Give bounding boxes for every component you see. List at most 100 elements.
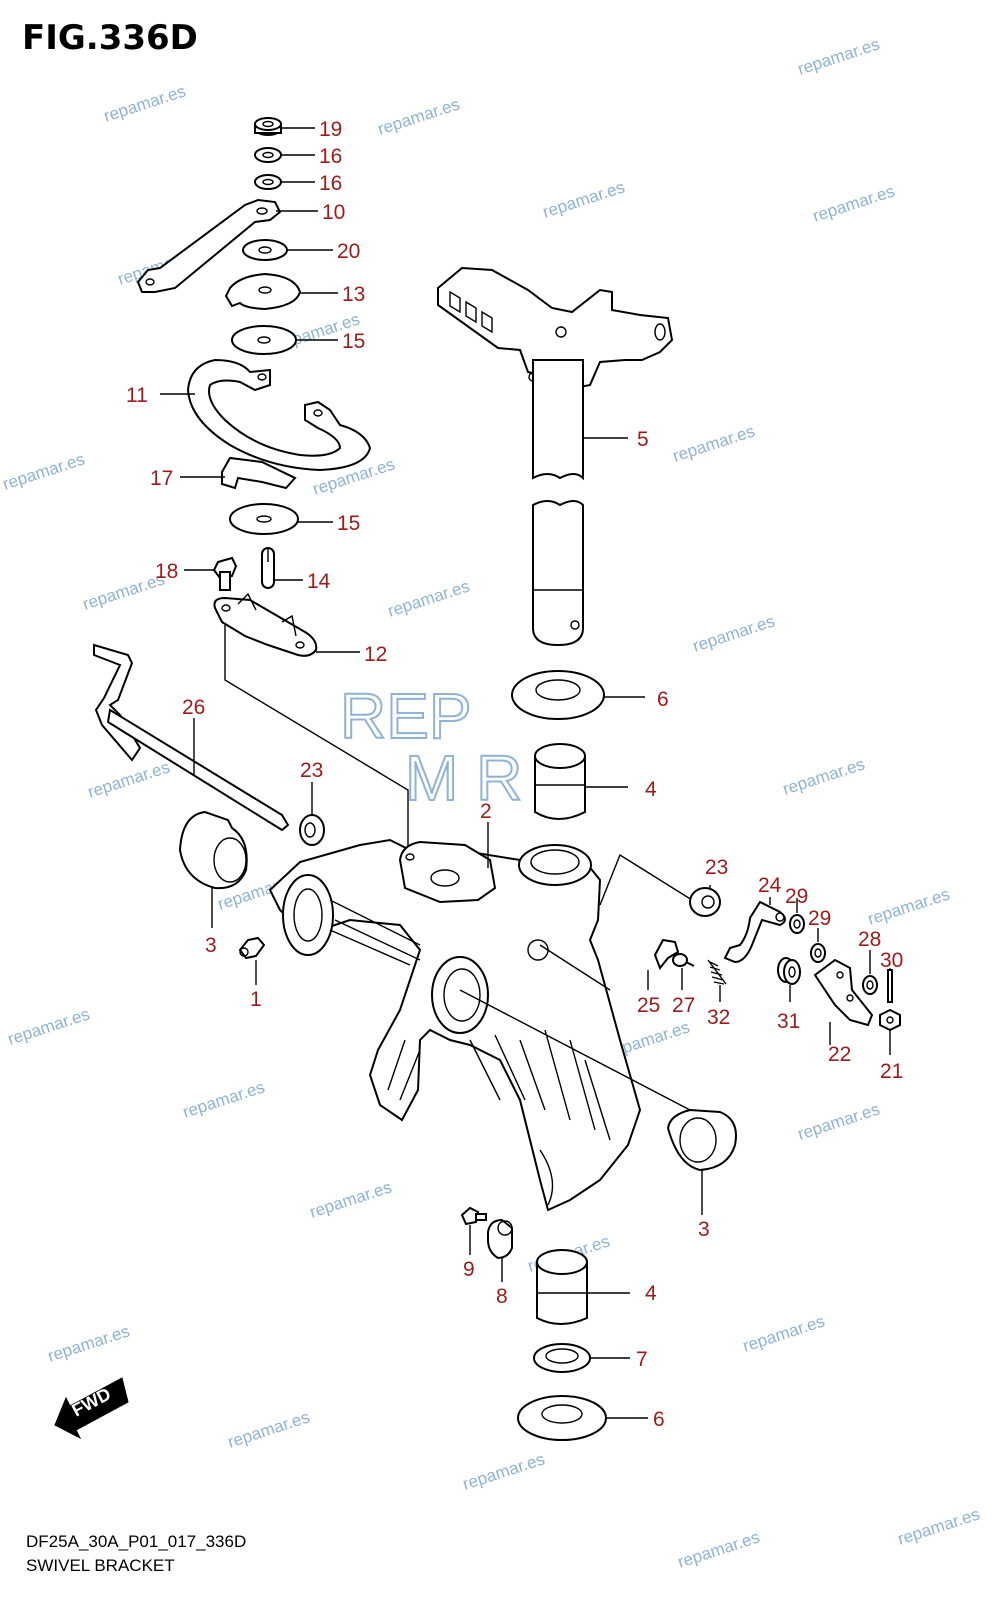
callout-5: 5 <box>637 428 649 451</box>
assembly-line <box>599 853 701 906</box>
callout-32: 32 <box>707 1006 730 1029</box>
callout-26: 26 <box>182 696 205 719</box>
part-21-nut <box>879 1008 901 1032</box>
watermark: repamar.es <box>540 177 627 221</box>
leader-lines <box>160 127 891 1419</box>
upper-parts <box>136 117 409 855</box>
part-7-washer <box>533 1343 591 1373</box>
callout-18: 18 <box>155 560 178 583</box>
part-4-bushing <box>534 743 586 820</box>
part-2-swivel-bracket <box>268 838 691 1212</box>
part-20-washer <box>242 239 288 261</box>
part-12-plate <box>213 592 318 657</box>
callout-21: 21 <box>880 1060 903 1083</box>
callout-10: 10 <box>322 201 345 224</box>
part-29-washer <box>810 943 826 963</box>
watermark: repamar.es <box>460 1449 547 1493</box>
callout-3: 3 <box>698 1218 710 1241</box>
part-23-bushing <box>299 814 325 846</box>
part-11-tiller-handle <box>186 358 372 472</box>
callout-7: 7 <box>636 1348 648 1371</box>
part-9-bolt <box>460 1206 487 1226</box>
part-24-hook <box>723 900 786 964</box>
part-27-screw <box>672 953 695 967</box>
callout-6: 6 <box>653 1408 665 1431</box>
part-10-lever <box>136 198 282 293</box>
callout-22: 22 <box>828 1043 851 1066</box>
watermark: repamar.es <box>675 1527 762 1571</box>
part-6-washer <box>511 670 605 720</box>
callout-20: 20 <box>337 240 360 263</box>
callout-15: 15 <box>342 330 365 353</box>
part-17-plate <box>221 456 297 490</box>
part-32-spring <box>707 959 727 985</box>
watermark: repamar.es <box>85 757 172 801</box>
callout-29: 29 <box>808 907 831 930</box>
watermark: repamar.es <box>5 1004 92 1048</box>
watermark: repamar.es <box>895 1504 982 1548</box>
watermark: repamar.es <box>780 754 867 798</box>
callout-8: 8 <box>496 1285 508 1308</box>
watermark: repamar.es <box>865 884 952 928</box>
part-23-bushing <box>689 887 721 917</box>
part-4-bushing <box>536 1249 588 1325</box>
watermark: repamar.es <box>385 576 472 620</box>
watermark-logo-bottom: M R <box>405 742 522 814</box>
callout-30: 30 <box>880 949 903 972</box>
watermark: repamar.es <box>740 1311 827 1355</box>
callout-19: 19 <box>319 118 342 141</box>
watermark: repamar.es <box>101 81 188 125</box>
part-8-stopper <box>487 1218 513 1260</box>
callout-23: 23 <box>300 759 323 782</box>
callout-15: 15 <box>337 512 360 535</box>
callout-27: 27 <box>672 994 695 1017</box>
callout-29: 29 <box>785 885 808 908</box>
callout-24: 24 <box>758 874 782 897</box>
part-16-washer <box>254 174 282 190</box>
callout-31: 31 <box>777 1010 800 1033</box>
watermark: repamar.es <box>307 1177 394 1221</box>
callout-4: 4 <box>645 778 657 801</box>
callout-13: 13 <box>342 283 365 306</box>
watermark: repamar.es <box>670 421 757 465</box>
part-5-steering-bracket <box>437 266 674 647</box>
part-25-clip <box>653 938 680 970</box>
part-14-pin <box>261 547 275 589</box>
figure-title: FIG.336D <box>22 18 198 58</box>
callout-11: 11 <box>126 384 148 407</box>
callout-4: 4 <box>645 1282 657 1305</box>
callout-16: 16 <box>319 145 342 168</box>
callout-14: 14 <box>307 570 331 593</box>
watermark: repamar.es <box>180 1077 267 1121</box>
watermark: repamar.es <box>690 611 777 655</box>
callout-17: 17 <box>150 467 173 490</box>
callout-3: 3 <box>205 934 217 957</box>
part-16-washer <box>254 147 282 163</box>
part-15-washer <box>231 325 297 355</box>
callout-1: 1 <box>250 988 262 1011</box>
callout-2: 2 <box>480 800 492 823</box>
part-18-bolt <box>212 556 238 591</box>
watermark: repamar.es <box>0 449 87 493</box>
part-6-washer <box>517 1395 607 1441</box>
part-30-pin <box>887 969 893 1003</box>
part-15-washer <box>229 503 299 535</box>
part-3-bushing <box>666 1108 737 1172</box>
part-29-washer <box>789 914 805 934</box>
watermark: repamar.es <box>795 34 882 78</box>
fwd-arrow-icon: FWD <box>54 1377 129 1440</box>
figure-code: DF25A_30A_P01_017_336D <box>26 1532 247 1551</box>
part-31-spring <box>777 957 801 985</box>
watermark: repamar.es <box>810 181 897 225</box>
callout-16: 16 <box>319 172 342 195</box>
figure-name: SWIVEL BRACKET <box>26 1556 175 1575</box>
part-22-plate <box>813 958 874 1027</box>
callout-25: 25 <box>637 994 660 1017</box>
part-28-washer <box>862 975 878 995</box>
watermark-logo-top: REP <box>340 680 472 752</box>
part-26-rod <box>93 643 290 832</box>
part-1-grease-fitting <box>238 936 266 960</box>
watermark: repamar.es <box>375 94 462 138</box>
watermark: repamar.es <box>225 1407 312 1451</box>
